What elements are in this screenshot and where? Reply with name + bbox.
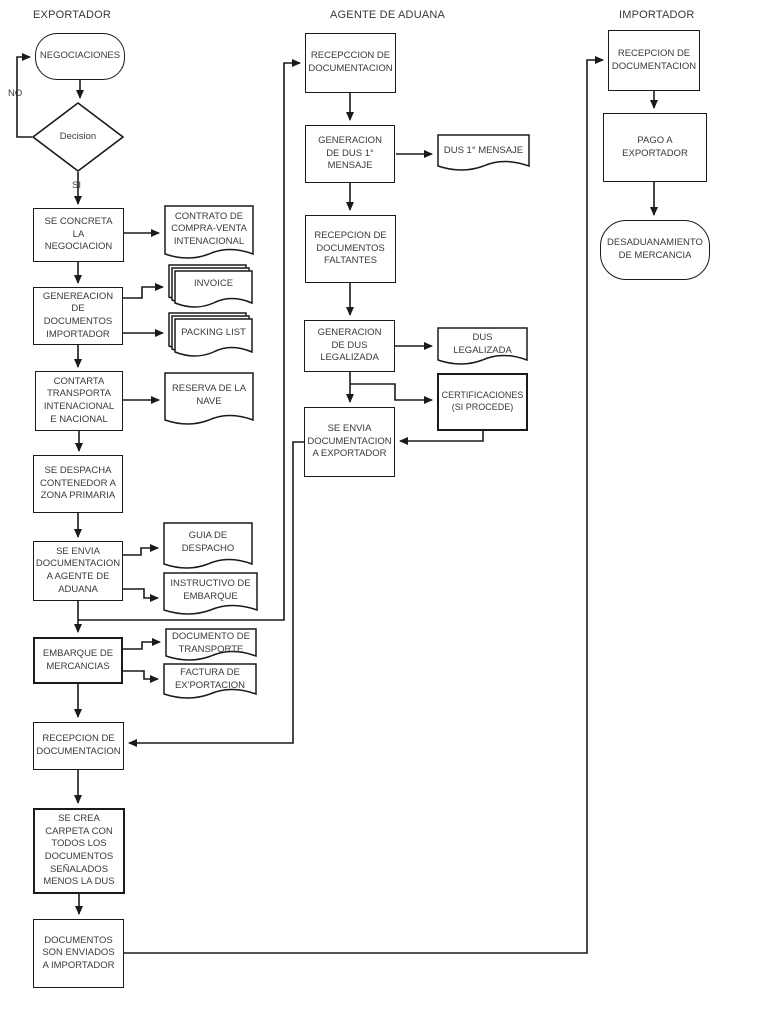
flow-certificaciones-enviaexp — [399, 431, 484, 445]
branch-label-si: SI — [72, 180, 81, 191]
flow-envia-instructivo — [123, 588, 159, 602]
step-embarque-mercancias: EMBARQUE DE MERCANCIAS — [33, 637, 123, 684]
document-dus-legalizada: DUS LEGALIZADA — [437, 327, 528, 368]
step-se-despacha-contenedor: SE DESPACHA CONTENEDOR A ZONA PRIMARIA — [33, 455, 123, 513]
step-recepccion-documentacion-agente: RECEPCCION DE DOCUMENTACION — [305, 33, 396, 93]
step-se-concreta-negociacion: SE CONCRETA LA NEGOCIACION — [33, 208, 124, 262]
branch-label-no: NO — [8, 88, 23, 99]
step-generacion-dus-1-mensaje: GENERACION DE DUS 1° MENSAJE — [305, 125, 395, 183]
step-recepcion-documentos-faltantes: RECEPCION DE DOCUMENTOS FALTANTES — [305, 215, 396, 283]
step-se-envia-doc-agente: SE ENVIA DOCUMENTACION A AGENTE DE ADUAN… — [33, 541, 123, 601]
flow-envia-agente-aduana — [78, 59, 301, 621]
column-header-importador: IMPORTADOR — [619, 9, 695, 21]
document-guia-despacho: GUIA DE DESPACHO — [163, 522, 253, 572]
step-recepcion-documentacion-importador: RECEPCION DE DOCUMENTACION — [608, 30, 700, 91]
step-genereacion-documentos: GENEREACION DE DOCUMENTOS IMPORTADOR — [33, 287, 123, 345]
document-reserva-nave: RESERVA DE LA NAVE — [164, 372, 254, 428]
flow-legalizada-certificaciones — [350, 383, 433, 404]
document-instructivo-embarque: INSTRUCTIVO DE EMBARQUE — [163, 572, 258, 618]
document-contrato-compraventa: CONTRATO DE COMPRA-VENTA INTENACIONAL — [164, 205, 254, 262]
step-documentos-enviados-importador: DOCUMENTOS SON ENVIADOS A IMPORTADOR — [33, 919, 124, 988]
document-packing-list: PACKING LIST — [168, 312, 253, 360]
flow-decision-no-loop — [16, 53, 32, 138]
flow-embarque-doctransporte — [123, 638, 161, 650]
column-header-agente-de-aduana: AGENTE DE ADUANA — [330, 9, 446, 21]
document-dus-1-mensaje: DUS 1° MENSAJE — [437, 134, 530, 174]
terminator-desaduanamiento: DESADUANAMIENTO DE MERCANCIA — [600, 220, 710, 280]
step-se-crea-carpeta: SE CREA CARPETA CON TODOS LOS DOCUMENTOS… — [33, 808, 125, 894]
step-certificaciones: CERTIFICACIONES (SI PROCEDE) — [437, 373, 528, 431]
flow-embarque-factura — [123, 670, 159, 683]
flow-envia-guia — [123, 544, 159, 556]
terminator-negociaciones: NEGOCIACIONES — [35, 33, 125, 80]
document-factura-exportacion: FACTURA DE EX'PORTACION — [163, 663, 257, 702]
flow-genereacion-invoice — [123, 283, 164, 299]
flow-enviaexp-recepcion — [128, 441, 304, 747]
decision-diamond: Decision — [32, 102, 124, 172]
flow-enviados-importador — [124, 56, 604, 954]
document-transporte: DOCUMENTO DE TRANSPORTE — [165, 628, 257, 664]
step-contarta-transporta: CONTARTA TRANSPORTA INTENACIONAL E NACIO… — [35, 371, 123, 431]
step-pago-exportador: PAGO A EXPORTADOR — [603, 113, 707, 182]
connectors — [16, 53, 658, 954]
step-generacion-dus-legalizada: GENERACION DE DUS LEGALIZADA — [304, 320, 395, 372]
document-invoice: INVOICE — [168, 264, 253, 311]
step-se-envia-doc-exportador: SE ENVIA DOCUMENTACION A EXPORTADOR — [304, 407, 395, 477]
column-header-exportador: EXPORTADOR — [33, 9, 111, 21]
diamond-shape — [32, 102, 124, 172]
step-recepcion-documentacion-exportador: RECEPCION DE DOCUMENTACION — [33, 722, 124, 770]
